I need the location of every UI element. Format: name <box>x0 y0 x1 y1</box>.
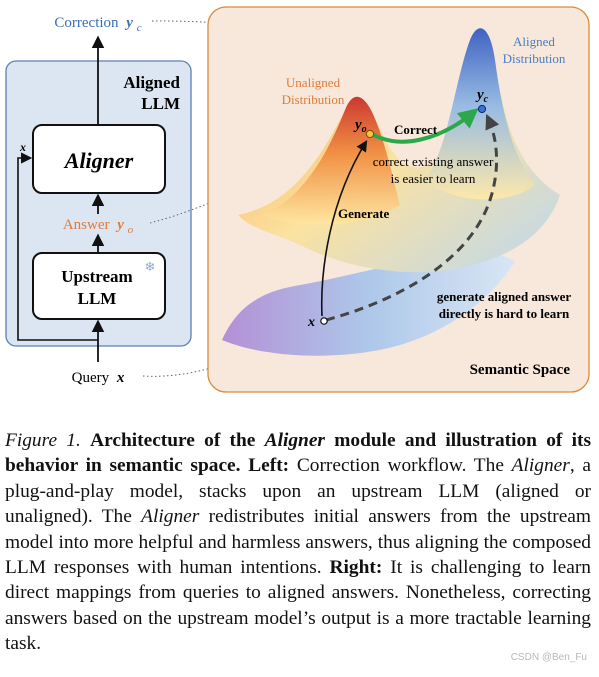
query-label: Query x <box>72 370 125 386</box>
left-text-2: , a plug-and-play model, stacks upon an … <box>5 455 591 528</box>
correct-note-1: correct existing answer <box>373 154 494 169</box>
left-label: Left: <box>248 455 290 477</box>
bypass-x-label: x <box>19 140 26 154</box>
generate-label: Generate <box>338 206 389 221</box>
x-label: x <box>307 315 315 330</box>
direct-note-1: generate aligned answer <box>437 289 572 304</box>
panel-title-llm: LLM <box>141 94 180 113</box>
figure-caption: Figure 1. Architecture of the Aligner mo… <box>5 428 591 657</box>
left-text-3: redistributes initial answers from the u… <box>5 506 591 579</box>
generate-path <box>320 140 368 317</box>
unaligned-peak <box>262 96 400 225</box>
correct-arrow <box>371 108 479 144</box>
query-bypass-line <box>17 152 98 341</box>
aligner-box <box>32 124 166 194</box>
architecture-figure: Aligned LLM Correction y c Aligner Answe… <box>5 6 590 393</box>
right-text: It is challenging to learn direct mappin… <box>5 557 591 655</box>
unaligned-label-1: Unaligned <box>286 75 341 90</box>
answer-label: Answer y o <box>63 217 134 236</box>
x-point <box>320 317 328 325</box>
aligned-peak <box>425 28 535 200</box>
base-surface <box>222 251 515 356</box>
panel-title-aligned: Aligned <box>123 73 180 92</box>
right-label: Right: <box>329 557 383 579</box>
aligned-label-2: Distribution <box>503 51 566 66</box>
upstream-label-1: Upstream <box>61 267 132 286</box>
caption-title: Architecture of the Aligner module and i… <box>5 430 591 477</box>
semantic-space-label: Semantic Space <box>470 362 571 378</box>
left-text-1: Correction workflow. The <box>289 455 512 477</box>
yc-point <box>477 104 487 114</box>
correct-note-2: is easier to learn <box>391 171 476 186</box>
snowflake-icon: ❄ <box>145 259 156 274</box>
aligner-term-1: Aligner <box>511 455 570 477</box>
yo-label: yo <box>353 117 367 135</box>
aligned-label-1: Aligned <box>513 34 555 49</box>
direct-note-2: directly is hard to learn <box>439 306 570 321</box>
watermark: CSDN @Ben_Fu <box>510 652 587 663</box>
correction-label: Correction y c <box>54 15 141 34</box>
upstream-label-2: LLM <box>78 289 117 308</box>
yc-label: yc <box>475 87 489 105</box>
upstream-llm-box <box>32 252 166 320</box>
unaligned-label-2: Distribution <box>282 92 345 107</box>
yo-point <box>365 129 375 139</box>
figure-number: Figure 1. <box>5 430 81 451</box>
correct-label: Correct <box>394 122 438 137</box>
aligner-term-2: Aligner <box>141 506 200 528</box>
aligner-label: Aligner <box>63 148 134 173</box>
